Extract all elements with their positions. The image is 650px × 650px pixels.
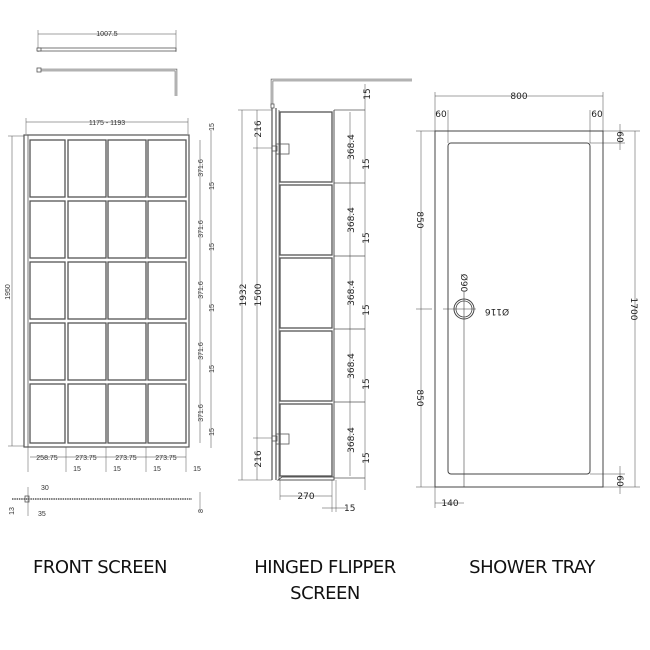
svg-text:258.75: 258.75 [36,455,58,462]
svg-text:15: 15 [209,365,216,373]
hinged-flipper-caption-line2: SCREEN [290,583,360,604]
hinged-flipper-caption: HINGED FLIPPER SCREEN [225,555,425,607]
svg-text:850: 850 [414,389,424,406]
svg-text:15: 15 [362,158,372,169]
svg-text:8: 8 [198,509,205,513]
svg-text:15: 15 [193,466,201,473]
svg-text:1932: 1932 [239,284,249,307]
svg-text:371.6: 371.6 [198,220,205,238]
svg-text:15: 15 [363,88,373,99]
svg-text:273.75: 273.75 [155,455,177,462]
svg-text:13: 13 [9,507,16,515]
svg-text:1007.5: 1007.5 [96,31,118,38]
svg-text:368.4: 368.4 [347,427,357,453]
shower-tray-dimensions: 800 60 60 60 850 850 1700 Ø90 Ø116 60 14… [414,92,638,509]
svg-text:15: 15 [73,466,81,473]
front-screen-dimensions: 1007.5 1175 - 1193 1950 15 371.6 15 371.… [5,31,216,518]
hinged-flipper-drawing [238,78,412,512]
front-screen-caption: FRONT SCREEN [33,557,167,578]
svg-text:371.6: 371.6 [198,404,205,422]
svg-text:140: 140 [441,499,458,509]
svg-text:800: 800 [510,92,527,102]
svg-text:368.4: 368.4 [347,353,357,379]
svg-text:368.4: 368.4 [347,207,357,233]
svg-text:35: 35 [38,511,46,518]
shower-tray-drawing [416,92,640,508]
svg-text:15: 15 [344,504,355,514]
svg-text:216: 216 [254,450,264,467]
svg-text:30: 30 [41,485,49,492]
svg-text:15: 15 [209,123,216,131]
svg-text:60: 60 [614,475,624,487]
svg-text:60: 60 [614,131,624,143]
svg-text:Ø116: Ø116 [485,306,510,317]
svg-text:1700: 1700 [628,298,638,321]
svg-text:216: 216 [254,120,264,137]
svg-text:15: 15 [209,428,216,436]
svg-text:15: 15 [362,232,372,243]
svg-text:1175 - 1193: 1175 - 1193 [89,120,125,127]
svg-text:273.75: 273.75 [115,455,137,462]
svg-text:371.6: 371.6 [198,159,205,177]
svg-text:15: 15 [209,243,216,251]
svg-text:850: 850 [414,211,424,228]
svg-text:15: 15 [153,466,161,473]
svg-text:15: 15 [113,466,121,473]
svg-text:15: 15 [362,452,372,463]
svg-text:371.6: 371.6 [198,281,205,299]
svg-text:270: 270 [297,492,314,502]
shower-tray-caption: SHOWER TRAY [469,557,595,578]
svg-text:Ø90: Ø90 [458,274,469,293]
svg-text:368.4: 368.4 [347,134,357,160]
svg-text:1500: 1500 [254,283,264,306]
svg-text:15: 15 [362,378,372,389]
svg-text:371.6: 371.6 [198,342,205,360]
svg-text:1950: 1950 [5,284,12,300]
svg-text:368.4: 368.4 [347,280,357,306]
svg-text:273.75: 273.75 [75,455,97,462]
svg-text:15: 15 [362,304,372,315]
hinged-flipper-caption-line1: HINGED FLIPPER [254,557,396,578]
svg-text:15: 15 [209,304,216,312]
front-screen-drawing [8,30,212,516]
hinged-flipper-dimensions: 15 216 1932 1500 216 368.4 15 368.4 15 3… [239,88,373,514]
svg-text:15: 15 [209,182,216,190]
svg-text:60: 60 [591,110,603,120]
svg-text:60: 60 [435,110,447,120]
